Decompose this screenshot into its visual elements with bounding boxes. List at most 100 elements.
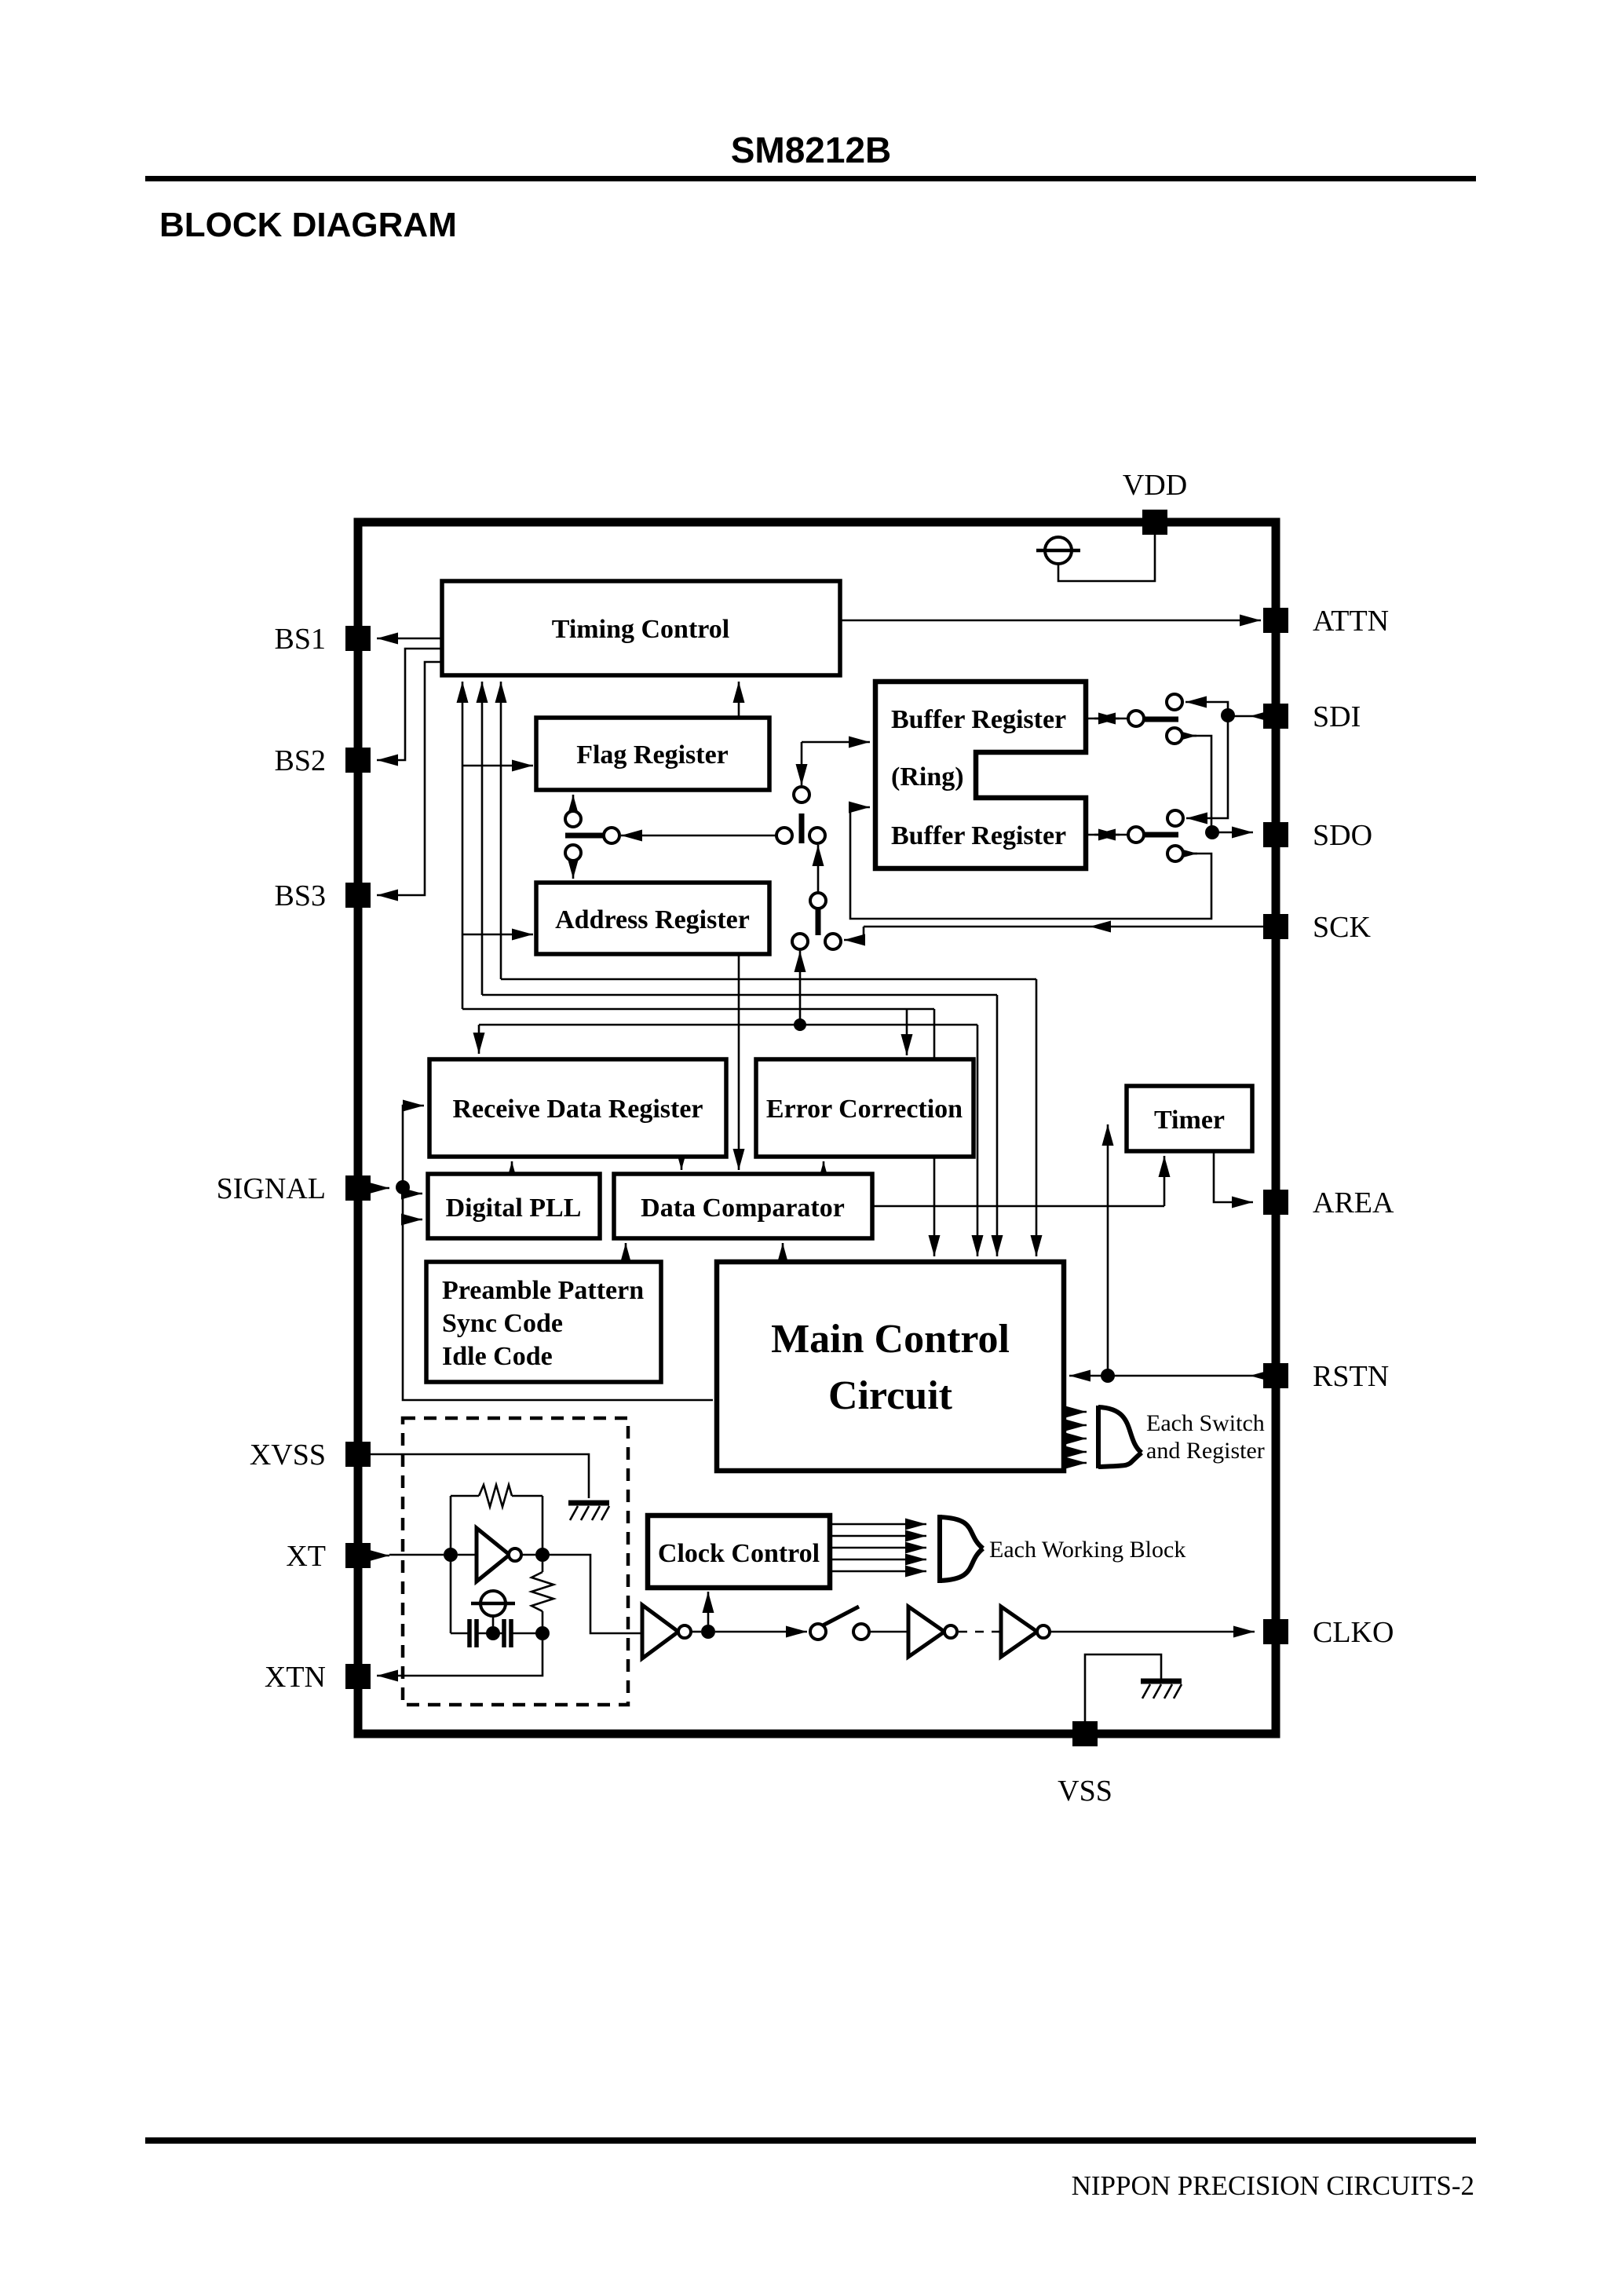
- pin-label-rstn: RSTN: [1313, 1360, 1389, 1393]
- wire-bs3: [377, 660, 442, 901]
- block-clock-control: [645, 1512, 833, 1591]
- pin-label-area: AREA: [1313, 1186, 1394, 1219]
- pin-area: [1263, 1190, 1288, 1215]
- block-label: Digital PLL: [446, 1194, 582, 1223]
- transistor-icon: [1036, 536, 1080, 565]
- pin-xtn: [345, 1664, 371, 1689]
- page-title: SM8212B: [731, 130, 892, 170]
- pin-label-bs2: BS2: [275, 744, 326, 777]
- pin-signal: [345, 1175, 371, 1201]
- transistor-icon: [471, 1589, 515, 1618]
- block-label: Clock Control: [658, 1539, 820, 1568]
- inverter-icon: [474, 1523, 523, 1586]
- pin-label-sck: SCK: [1313, 911, 1371, 944]
- pin-label-xt: XT: [286, 1540, 326, 1573]
- block-buffer-register-ring: [872, 678, 1089, 872]
- pin-sdo: [1263, 822, 1288, 847]
- switch-buffer-feed: [791, 785, 842, 951]
- block-label: Buffer Register: [891, 821, 1066, 850]
- pin-label-clko: CLKO: [1313, 1616, 1394, 1649]
- ground-icon: [1141, 1678, 1183, 1699]
- pin-label-xtn: XTN: [265, 1661, 326, 1694]
- block-digital-pll: [426, 1172, 602, 1241]
- block-label: Sync Code: [442, 1309, 563, 1338]
- oscillator-dashed-box: [400, 1416, 630, 1707]
- pin-label-bs3: BS3: [275, 879, 326, 912]
- brace-icon: [937, 1515, 985, 1583]
- pin-xvss: [345, 1442, 371, 1467]
- footer-text: NIPPON PRECISION CIRCUITS-2: [1072, 2170, 1474, 2201]
- junction-dots: [396, 708, 1235, 1640]
- switch-flag-address: [564, 810, 794, 862]
- block-data-comparator: [612, 1172, 875, 1241]
- annotation: Each Working Block: [989, 1537, 1185, 1563]
- pin-clko: [1263, 1619, 1288, 1644]
- block-label: Receive Data Register: [452, 1095, 703, 1124]
- pin-vss: [1072, 1721, 1098, 1746]
- block-label: (Ring): [891, 762, 964, 792]
- wires: [368, 535, 1271, 1721]
- block-label: Flag Register: [576, 740, 729, 770]
- pin-label-signal: SIGNAL: [217, 1172, 326, 1205]
- block-label: Error Correction: [766, 1095, 963, 1124]
- block-label: Buffer Register: [891, 705, 1066, 734]
- header-rule: [145, 176, 1476, 181]
- resistor-icon: [528, 1570, 557, 1613]
- wire-bs2: [377, 647, 442, 766]
- wire-area: [1212, 1151, 1253, 1208]
- block-label: Idle Code: [442, 1342, 553, 1371]
- inverter-icon: [999, 1603, 1051, 1661]
- pin-attn: [1263, 608, 1288, 633]
- block-label: Preamble Pattern: [442, 1276, 644, 1305]
- block-receive-data-register: [427, 1057, 729, 1159]
- section-heading: BLOCK DIAGRAM: [159, 206, 457, 244]
- block-main-control: [714, 1259, 1067, 1474]
- block-preamble: [424, 1260, 663, 1384]
- block-label: Address Register: [555, 905, 750, 934]
- brace-icon: [1096, 1405, 1144, 1469]
- wire-ring-loop: [849, 801, 1213, 920]
- pin-label-xvss: XVSS: [250, 1439, 326, 1472]
- pin-bs1: [345, 626, 371, 651]
- pin-rstn: [1263, 1363, 1288, 1388]
- resistor-icon: [477, 1481, 513, 1511]
- pin-vdd: [1142, 510, 1167, 535]
- switch-sdi: [1127, 693, 1184, 745]
- pin-label-vss: VSS: [1058, 1775, 1112, 1808]
- switch-clock: [809, 1604, 871, 1641]
- pin-label-sdo: SDO: [1313, 819, 1372, 852]
- pins: [345, 510, 1288, 1746]
- switch-sdo: [1127, 809, 1185, 863]
- inverter-icon: [640, 1601, 692, 1662]
- inverter-icon: [906, 1603, 959, 1661]
- wire-xvss: [371, 1453, 590, 1498]
- block-label: Timing Control: [552, 615, 729, 644]
- block-label: Data Comparator: [641, 1194, 845, 1223]
- block-label: Timer: [1154, 1106, 1225, 1135]
- block-address-register: [534, 880, 772, 956]
- pin-label-sdi: SDI: [1313, 700, 1361, 733]
- pin-bs2: [345, 748, 371, 773]
- block-error-correction: [754, 1057, 976, 1159]
- wire-vdd: [1057, 535, 1156, 583]
- pin-label-bs1: BS1: [275, 623, 326, 656]
- wire-vss: [1083, 1653, 1163, 1721]
- pin-sdi: [1263, 704, 1288, 729]
- block-timing-control: [440, 579, 842, 678]
- pin-sck: [1263, 914, 1288, 939]
- block-timer: [1124, 1084, 1255, 1153]
- pin-xt: [345, 1543, 371, 1568]
- wire-xtn: [377, 1640, 544, 1682]
- pin-label-attn: ATTN: [1313, 605, 1389, 638]
- annotation: and Register: [1146, 1438, 1265, 1464]
- annotation: Each Switch: [1146, 1410, 1265, 1436]
- block-label: Main Control: [771, 1317, 1010, 1362]
- chip-border: [353, 517, 1280, 1738]
- footer-rule: [145, 2137, 1476, 2144]
- pin-bs3: [345, 883, 371, 908]
- pin-label-vdd: VDD: [1123, 469, 1187, 502]
- pin-labels: VDD BS1 BS2 BS3 SIGNAL XVSS XT XTN ATTN …: [217, 469, 1394, 1808]
- block-label: Circuit: [828, 1373, 953, 1418]
